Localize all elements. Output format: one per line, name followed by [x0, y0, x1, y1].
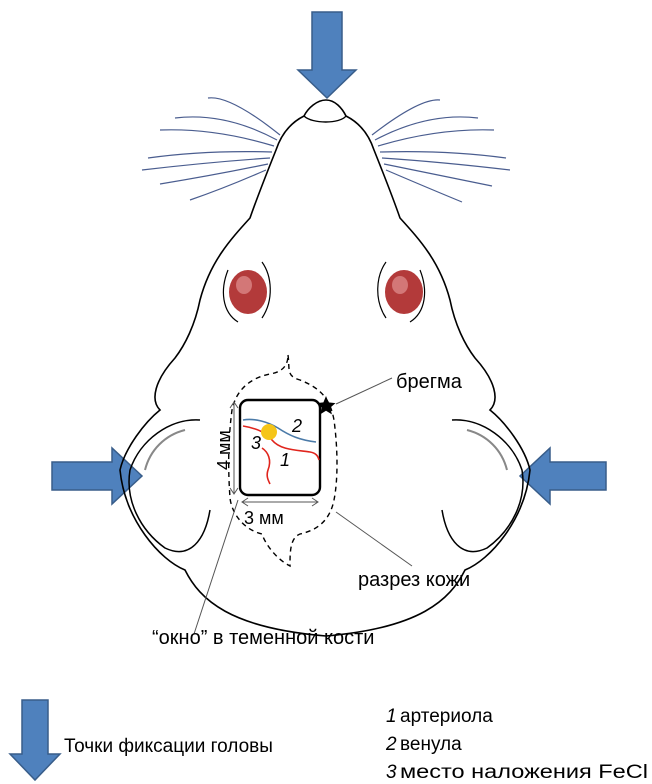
svg-text:место наложения FeCl: место наложения FeCl — [400, 762, 648, 783]
dim-height-label: 4 мм — [214, 430, 234, 470]
legend-item: 1 артериола — [386, 706, 493, 727]
skin-incision-label: разрез кожи — [358, 569, 470, 591]
svg-text:2: 2 — [385, 734, 397, 755]
vessel-label-1: 1 — [280, 450, 290, 470]
svg-text:1: 1 — [386, 706, 397, 727]
svg-text:артериола: артериола — [400, 706, 493, 727]
legend-item: 3 место наложения FeCl — [386, 762, 648, 783]
dim-width-label: 3 мм — [244, 508, 284, 528]
vessel-label-3: 3 — [251, 433, 261, 453]
incision-pointer — [336, 512, 412, 566]
bone-window-label: “окно” в теменной кости — [152, 627, 374, 649]
legend-fixation-label: Точки фиксации головы — [64, 736, 273, 757]
legend-item: 2 венула — [385, 734, 462, 755]
ear-right — [442, 420, 523, 552]
legend-arrow-icon — [10, 700, 60, 780]
bregma-pointer — [336, 378, 392, 404]
whiskers-right — [372, 100, 510, 202]
nose — [304, 116, 346, 122]
fixation-arrow-right — [520, 448, 606, 504]
svg-text:венула: венула — [400, 734, 462, 755]
application-site — [261, 424, 277, 440]
svg-text:3: 3 — [386, 762, 397, 783]
dimension-width — [242, 498, 318, 506]
ear-left — [129, 420, 210, 552]
vessel-label-2: 2 — [291, 416, 302, 436]
fixation-arrow-top — [298, 12, 356, 98]
bregma-label: брегма — [396, 371, 463, 393]
whiskers-left — [142, 98, 280, 200]
